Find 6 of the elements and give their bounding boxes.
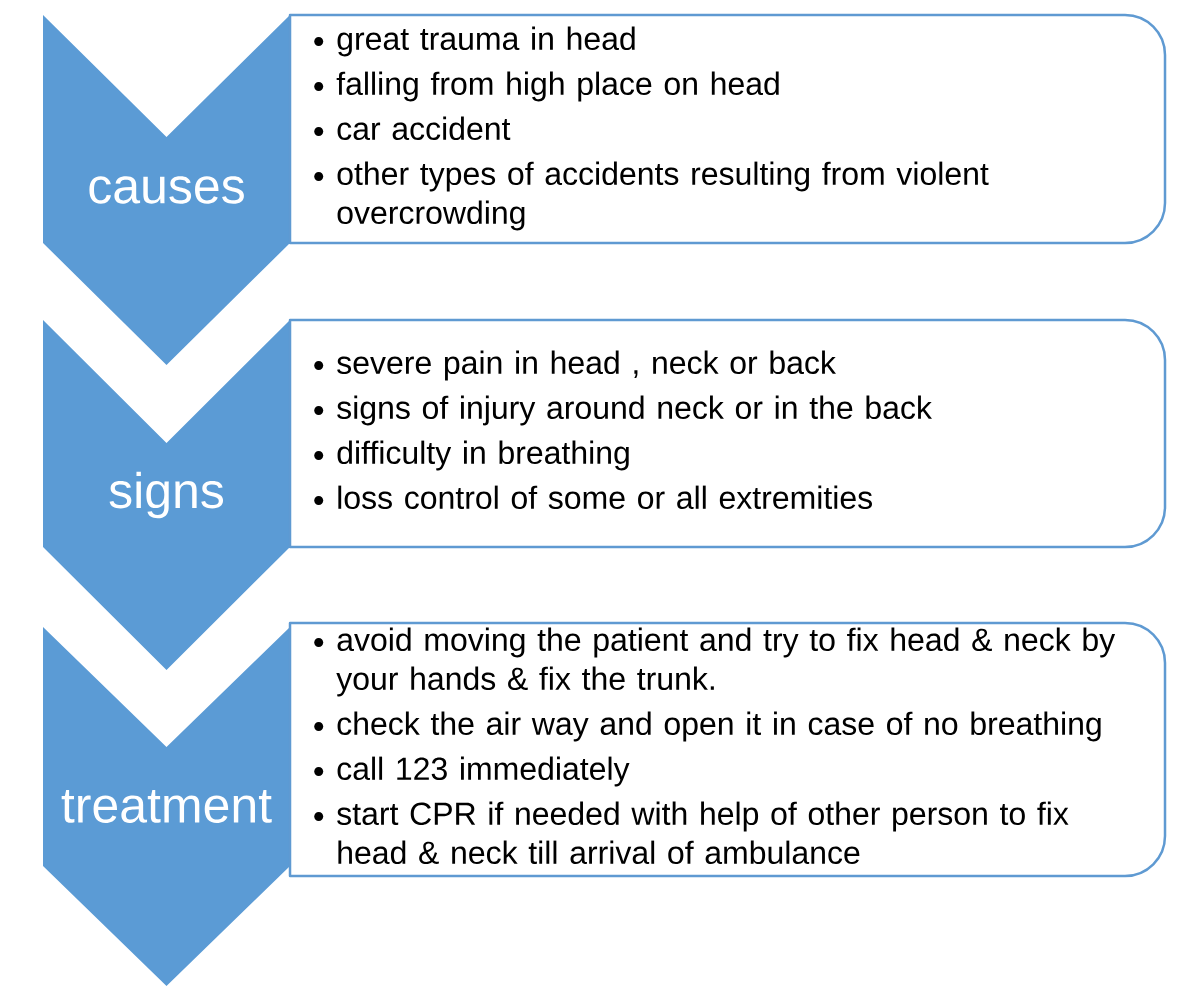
list-box: avoid moving the patient and try to fix head & neck by your hands & fix the trunk. check the air way and open it in case of no breathing call 123 immediately start CPR if needed with help of other person to fix head & neck till arrival of ambulance: [288, 621, 1167, 878]
category-header: treatment: [43, 627, 290, 986]
category-header: signs: [43, 320, 290, 670]
list-box: severe pain in head , neck or back signs of injury around neck or in the back difficulty in breathing loss control of some or all extremities: [288, 318, 1167, 549]
list-box: great trauma in head falling from high place on head car accident other types of accidents resulting from violent overcrowding: [288, 13, 1167, 245]
category-header: causes: [43, 15, 290, 365]
